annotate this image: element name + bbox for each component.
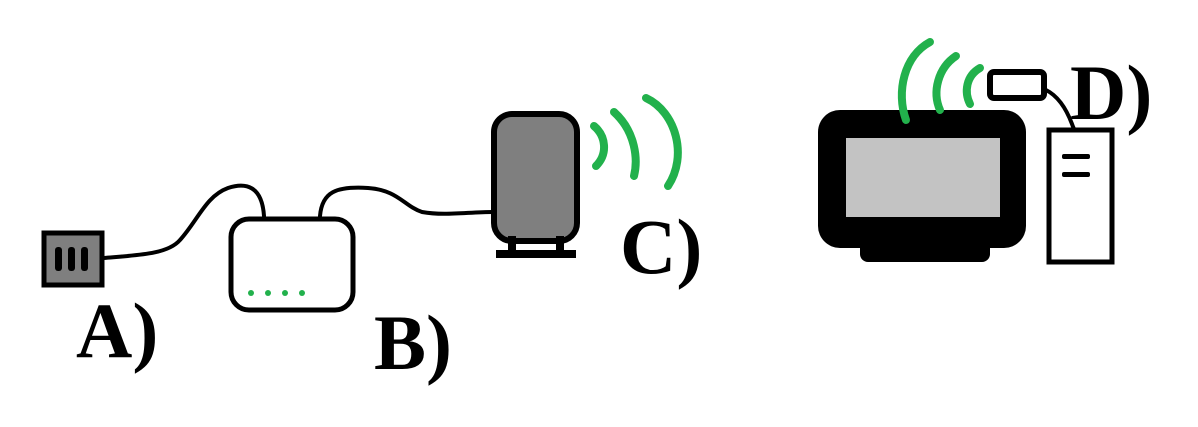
label-b: B) xyxy=(374,299,452,386)
router-body xyxy=(491,111,580,244)
label-d: D) xyxy=(1070,49,1153,136)
cable-jack-to-modem xyxy=(102,183,266,260)
desktop-computer-icon xyxy=(818,110,1115,265)
wifi-adapter-body xyxy=(987,69,1047,101)
modem-led xyxy=(265,290,271,296)
wifi-wave xyxy=(897,38,934,124)
wifi-adapter-icon xyxy=(987,69,1047,101)
label-a: A) xyxy=(76,287,159,374)
wall-jack-slot xyxy=(68,247,75,271)
wifi-wave xyxy=(962,64,984,108)
modem-icon xyxy=(228,216,356,313)
pc-tower xyxy=(1046,127,1115,265)
wall-jack-slot xyxy=(81,247,88,271)
router-stand-left xyxy=(508,236,516,252)
wall-jack-icon xyxy=(41,230,105,288)
label-c: C) xyxy=(620,203,703,290)
wifi-wave xyxy=(610,108,640,180)
computer-wifi-waves-icon xyxy=(897,38,984,124)
modem-led xyxy=(299,290,305,296)
modem-led xyxy=(282,290,288,296)
modem-body xyxy=(228,216,356,313)
wifi-wave xyxy=(590,122,608,170)
wall-jack-slot xyxy=(55,247,62,271)
wireless-router-icon xyxy=(491,111,580,258)
router-wifi-waves-icon xyxy=(590,94,682,190)
wifi-wave xyxy=(642,94,682,190)
pc-tower-drive xyxy=(1062,172,1090,177)
modem-led xyxy=(248,290,254,296)
wifi-wave xyxy=(932,52,960,114)
router-stand-right xyxy=(556,236,564,252)
router-stand-base xyxy=(496,250,576,258)
cable-modem-to-router xyxy=(318,185,495,218)
pc-tower-drive xyxy=(1062,154,1090,159)
monitor-screen xyxy=(846,138,1000,217)
